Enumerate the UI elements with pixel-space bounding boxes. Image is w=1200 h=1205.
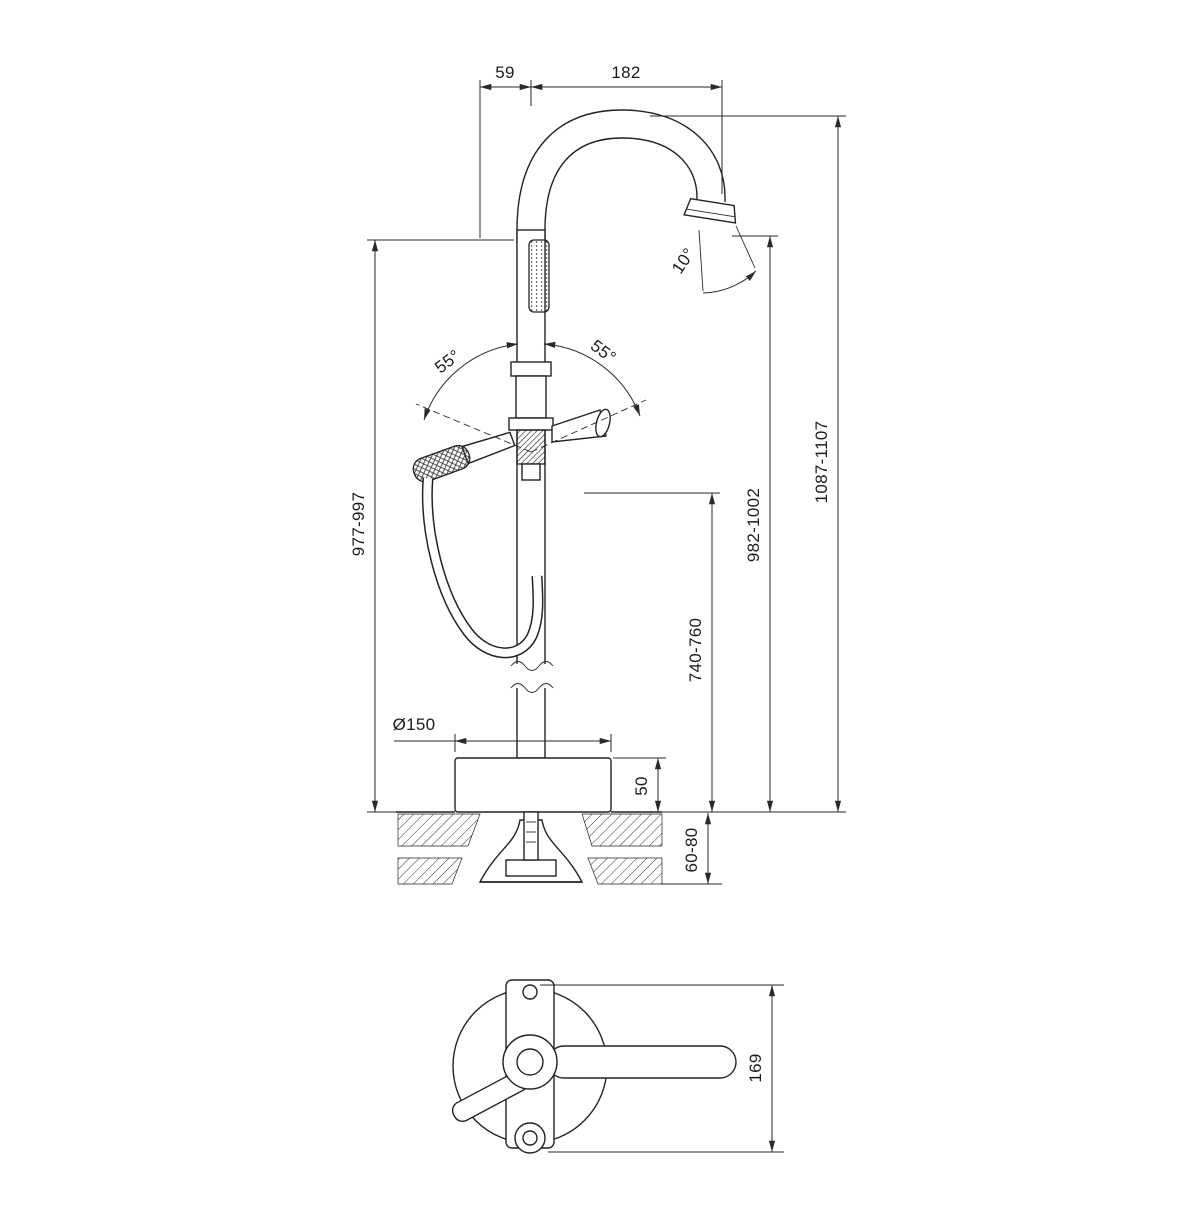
- threaded-rod: [523, 811, 539, 861]
- gooseneck-spout: [516, 109, 737, 244]
- floor-hatch-right-upper: [581, 813, 663, 847]
- column-break: [510, 661, 554, 693]
- floor-section: [396, 811, 663, 885]
- dim-60-80-label: 60-80: [682, 828, 701, 873]
- dim-1087-1107-label: 1087-1107: [812, 421, 831, 504]
- dim-55deg-left-label: 55°: [431, 346, 464, 377]
- lever-handle-right: [551, 408, 611, 443]
- dim-base-diameter-label: Ø150: [393, 715, 436, 734]
- spout-inner-line: [544, 137, 698, 244]
- dim-50-label: 50: [632, 776, 651, 796]
- spout-nozzle: [683, 197, 737, 224]
- dim-top: 59 182: [479, 63, 723, 238]
- spout-lever-plan: [547, 1045, 737, 1079]
- dim-height-spout: 982-1002: [732, 235, 778, 812]
- hand-shower-grip: [412, 444, 471, 483]
- dim-base-height: 50: [613, 757, 666, 812]
- dim-height-overall: 1087-1107: [650, 115, 846, 813]
- dim-182-label: 182: [611, 63, 640, 82]
- base-plate: [454, 757, 612, 813]
- mixer-cartridge-knob: [516, 429, 546, 465]
- bottom-fitting-inner-plan: [522, 1130, 538, 1146]
- spout-outer-line: [516, 109, 726, 244]
- dim-55deg-right-label: 55°: [587, 336, 620, 367]
- dim-59-label: 59: [495, 63, 515, 82]
- floor-hatch-left-lower: [397, 857, 463, 885]
- dim-floor-thickness: 60-80: [662, 813, 722, 885]
- lever-handle-left: [412, 431, 516, 483]
- dim-plan-depth: 169: [540, 984, 784, 1153]
- dim-base-diameter: Ø150: [393, 715, 612, 752]
- floor-hatch-left-upper: [397, 813, 481, 847]
- shower-hose: [421, 477, 544, 659]
- hub-inner-plan: [516, 1048, 544, 1076]
- dim-10deg-label: 10°: [668, 245, 699, 278]
- top-screw-plan: [522, 984, 538, 1000]
- hand-shower-head: [528, 239, 550, 313]
- dim-height-column: 740-760: [584, 492, 720, 812]
- dim-169-label: 169: [746, 1053, 765, 1082]
- elevation-view: [396, 109, 737, 885]
- dim-740-760-label: 740-760: [686, 618, 705, 683]
- dim-height-body: 977-997: [349, 239, 514, 813]
- dim-977-997-label: 977-997: [349, 492, 368, 557]
- mixer-body: [508, 361, 554, 481]
- floor-hatch-right-lower: [587, 857, 663, 885]
- plan-view: 169: [451, 979, 784, 1154]
- floor-fixing-kit: [478, 811, 584, 883]
- fixing-nut: [505, 859, 557, 877]
- dim-982-1002-label: 982-1002: [744, 488, 763, 562]
